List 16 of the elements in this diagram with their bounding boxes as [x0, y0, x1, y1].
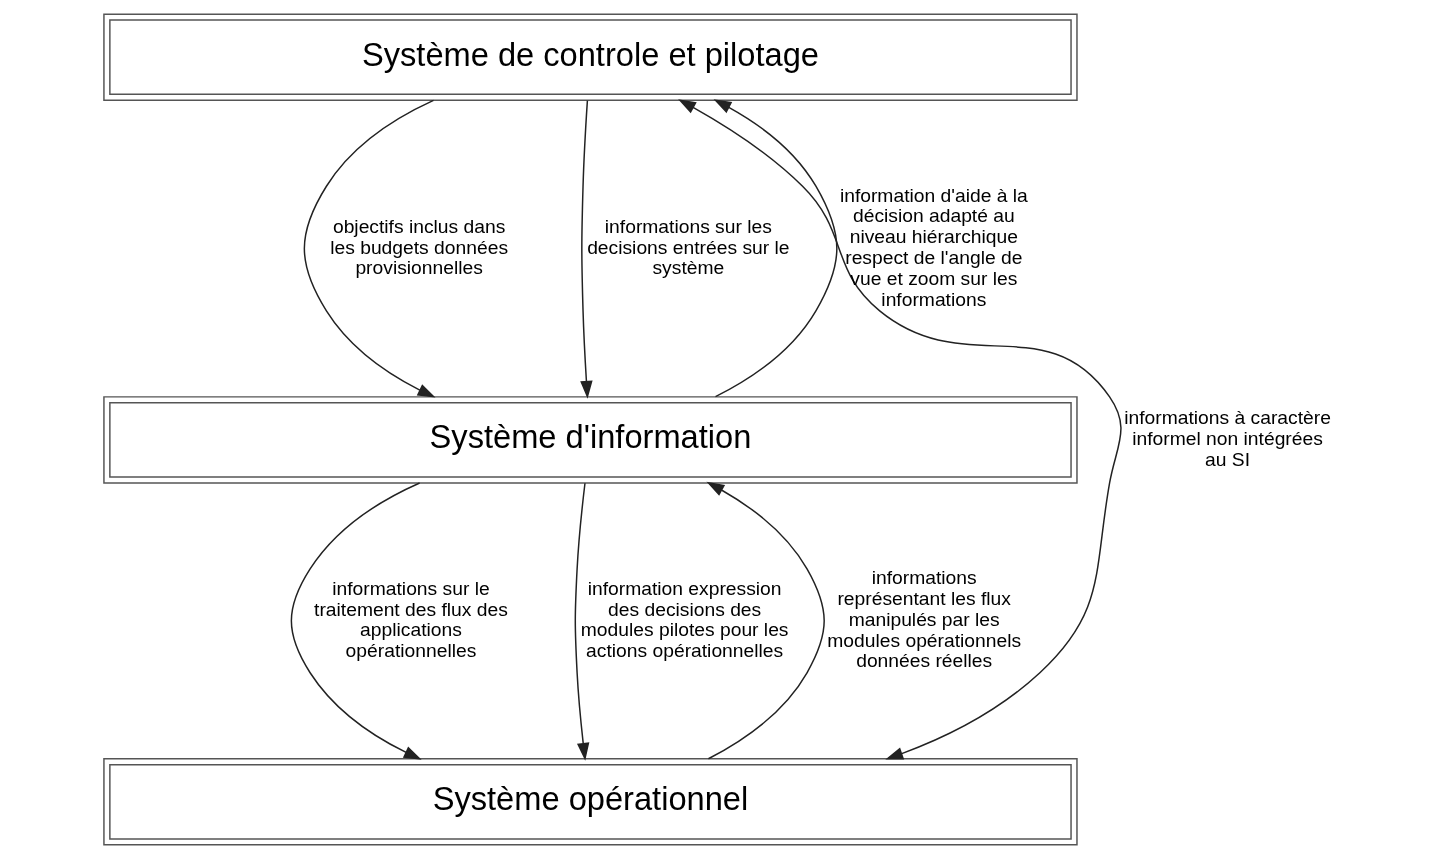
arrow	[574, 482, 589, 761]
node-box: Système opérationnel	[102, 758, 1078, 846]
arrow	[705, 481, 825, 760]
node-box: Système d'information	[102, 396, 1078, 484]
node-box: Système de controle et pilotage	[102, 13, 1078, 101]
arrow	[303, 99, 435, 398]
arrow	[579, 99, 593, 399]
arrow	[290, 482, 422, 760]
edge-label: objectifs inclus dans les budgets données provisionnelles	[329, 215, 508, 279]
arrow	[713, 99, 838, 398]
edge-label: information expression des decisions des modules pilotes pour les actions opérationnelles	[580, 577, 789, 662]
arrow	[677, 99, 1122, 760]
edge-label: informations sur les decisions entrées sur le système	[586, 215, 790, 279]
edge-label: informations à caractère informel non intégrées au SI	[1123, 407, 1331, 470]
edge-label: informations sur le traitement des flux des applications opérationnelles	[313, 577, 508, 662]
edge-label: informations représentant les flux manipulés par les modules opérationnels données réelles	[826, 567, 1021, 672]
